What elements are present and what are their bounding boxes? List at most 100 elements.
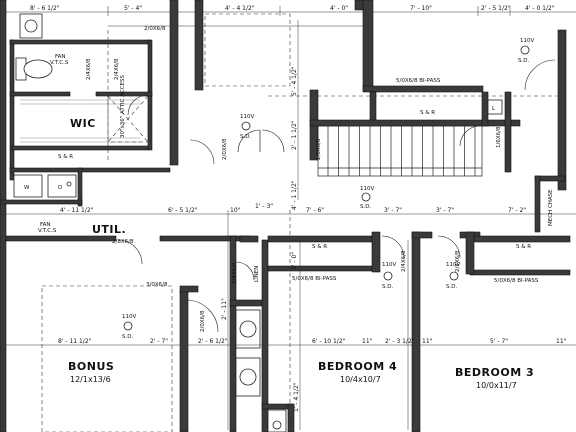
dim-bot-3: 2' - 6 1/2" [198, 338, 228, 345]
room-name-wic: WIC [70, 117, 96, 130]
dim-mid-6: 3' - 7" [384, 207, 402, 214]
room-labels: WIC UTIL. BONUS 12/1x13/6 BEDROOM 4 10/4… [68, 117, 534, 390]
room-size-bonus: 12/1x13/6 [70, 375, 111, 384]
svg-text:110V: 110V [122, 314, 136, 320]
smoke-detector-3: 110V S.D. [360, 186, 374, 210]
door-label-6: 1/6X6/8 [496, 126, 502, 148]
room-name-bedroom-4: BEDROOM 4 [318, 360, 397, 373]
svg-text:S.D.: S.D. [382, 284, 393, 290]
staircase [317, 125, 483, 177]
dim-top-6: 2' - 5 1/2" [481, 5, 511, 12]
sink-lower [235, 357, 261, 397]
door-label-2: 2/4X6/8 [114, 58, 120, 80]
door-label-9: 2/0X6/8 [200, 310, 206, 332]
door-label-10: 2/4X6/8 [232, 262, 238, 284]
dim-bot-9: 11" [556, 338, 567, 345]
dim-bot-2: 2' - 7" [150, 338, 168, 345]
door-label-7: 2/8X6/8 [112, 239, 134, 245]
svg-text:110V: 110V [360, 186, 374, 192]
svg-text:S.D.: S.D. [240, 134, 251, 140]
svg-text:S.D.: S.D. [122, 334, 133, 340]
dim-v-2: 2' - 1 1/2" [291, 120, 298, 150]
bipass-label-1: 5/0X6/8 BI-PASS [396, 78, 441, 84]
dim-mid-7: 3' - 7" [436, 207, 454, 214]
dashed-lines [41, 13, 560, 432]
dim-v-3: 4' - 1 1/2" [291, 180, 298, 210]
washer: W [13, 174, 43, 198]
room-name-bedroom-3: BEDROOM 3 [455, 366, 534, 379]
shelf-label-bed3: S & R [516, 244, 531, 250]
sink-upper [235, 309, 261, 349]
door-label-4: 2/0X6/8 [222, 138, 228, 160]
svg-text:S.D.: S.D. [360, 204, 371, 210]
dim-bot-6: 2' - 3 1/2" [385, 338, 415, 345]
dim-mid-1: 4' - 11 1/2" [60, 207, 94, 214]
dim-bot-1: 8' - 11 1/2" [58, 338, 92, 345]
dim-mid-5: 7' - 6" [306, 207, 324, 214]
dim-top-3: 4' - 4 1/2" [225, 5, 255, 12]
smoke-detector-6: 110V S.D. [122, 314, 136, 340]
door-label-1: 2/4X6/8 [86, 58, 92, 80]
l-label: L [492, 106, 496, 112]
dim-v-6: 2' - 11" [221, 298, 228, 320]
dim-top-4: 4' - 0" [330, 5, 348, 12]
fan-label-1: FAN [55, 54, 66, 60]
dim-bot-7: 11" [422, 338, 433, 345]
dryer-label: D [58, 185, 62, 191]
smoke-detector-1: 110V S.D. [240, 114, 254, 140]
vtcs-label-1: V.T.C.S [50, 60, 69, 66]
dim-bot-4: 6' - 10 1/2" [312, 338, 346, 345]
toilet [15, 57, 53, 81]
attic-access-label: 30"x36" ATTIC ACCESS [120, 74, 126, 138]
door-label-8: 3/0X6/8 [146, 282, 168, 288]
dim-bot-5: 11" [362, 338, 373, 345]
door-label-3: 2/0X6/8 [144, 26, 166, 32]
stair-treads [327, 126, 476, 176]
shelf-label-wic: S & R [58, 154, 73, 160]
tub [267, 409, 287, 432]
vertical-dim-lines [0, 20, 576, 430]
vtcs-label-2: V.T.C.S [38, 228, 57, 234]
dryer: D [47, 174, 77, 198]
sink [19, 13, 43, 39]
room-size-bedroom-4: 10/4x10/7 [340, 375, 381, 384]
fan-label-2: FAN [40, 222, 51, 228]
room-name-bonus: BONUS [68, 360, 114, 373]
smoke-detector-5: 110V S.D. [446, 262, 460, 290]
shelf-label-bed4: S & R [312, 244, 327, 250]
dim-top-5: 7' - 10" [410, 5, 432, 12]
shelf-label-top: S & R [420, 110, 435, 116]
room-name-util: UTIL. [92, 223, 126, 236]
dim-top-7: 4' - 0 1/2" [525, 5, 555, 12]
svg-text:110V: 110V [240, 114, 254, 120]
dim-v-1: 5' - 4 1/2" [291, 66, 298, 96]
electrical-labels: FAN V.T.C.S FAN V.T.C.S 110V S.D. 110V S… [38, 38, 554, 340]
washer-label: W [24, 185, 30, 191]
dim-top-1: 8' - 6 1/2" [30, 5, 60, 12]
svg-text:S.D.: S.D. [446, 284, 457, 290]
dimension-labels: 4' - 11 1/2" 6' - 5 1/2" 10" 1' - 3" 7' … [58, 66, 567, 412]
bipass-label-2: 5/0X6/8 BI-PASS [292, 276, 337, 282]
dim-mid-2: 6' - 5 1/2" [168, 207, 198, 214]
dim-mid-3: 10" [230, 207, 241, 214]
door-label-5: 2/0X6/8 [316, 138, 322, 160]
dim-v-5: 3' - 0" [291, 252, 298, 270]
door-label-11: 2/4X6/8 [401, 250, 407, 272]
room-size-bedroom-3: 10/0x11/7 [476, 381, 517, 390]
dim-mid-4: 1' - 3" [255, 203, 273, 210]
shelf-labels: S & R S & R S & R S & R S & R [24, 110, 531, 370]
door-label-12: 2/4X6/8 [455, 250, 461, 272]
door-labels: 2/4X6/8 2/4X6/8 2/0X6/8 2/0X6/8 2/0X6/8 … [86, 26, 539, 332]
mech-chase-label: MECH CHASE [548, 189, 554, 226]
svg-text:110V: 110V [382, 262, 396, 268]
shelf-label-util: S & R [24, 355, 30, 370]
top-dimension-strip: 8' - 6 1/2" 5' - 4" 4' - 4 1/2" 4' - 0" … [0, 5, 576, 27]
linen-label: LINEN [254, 266, 260, 282]
svg-text:S.D.: S.D. [518, 58, 529, 64]
svg-text:110V: 110V [520, 38, 534, 44]
dim-mid-8: 7' - 2" [508, 207, 526, 214]
dim-top-2: 5' - 4" [124, 5, 142, 12]
door-swings [117, 59, 556, 333]
bipass-label-3: 5/0X6/8 BI-PASS [494, 278, 539, 284]
